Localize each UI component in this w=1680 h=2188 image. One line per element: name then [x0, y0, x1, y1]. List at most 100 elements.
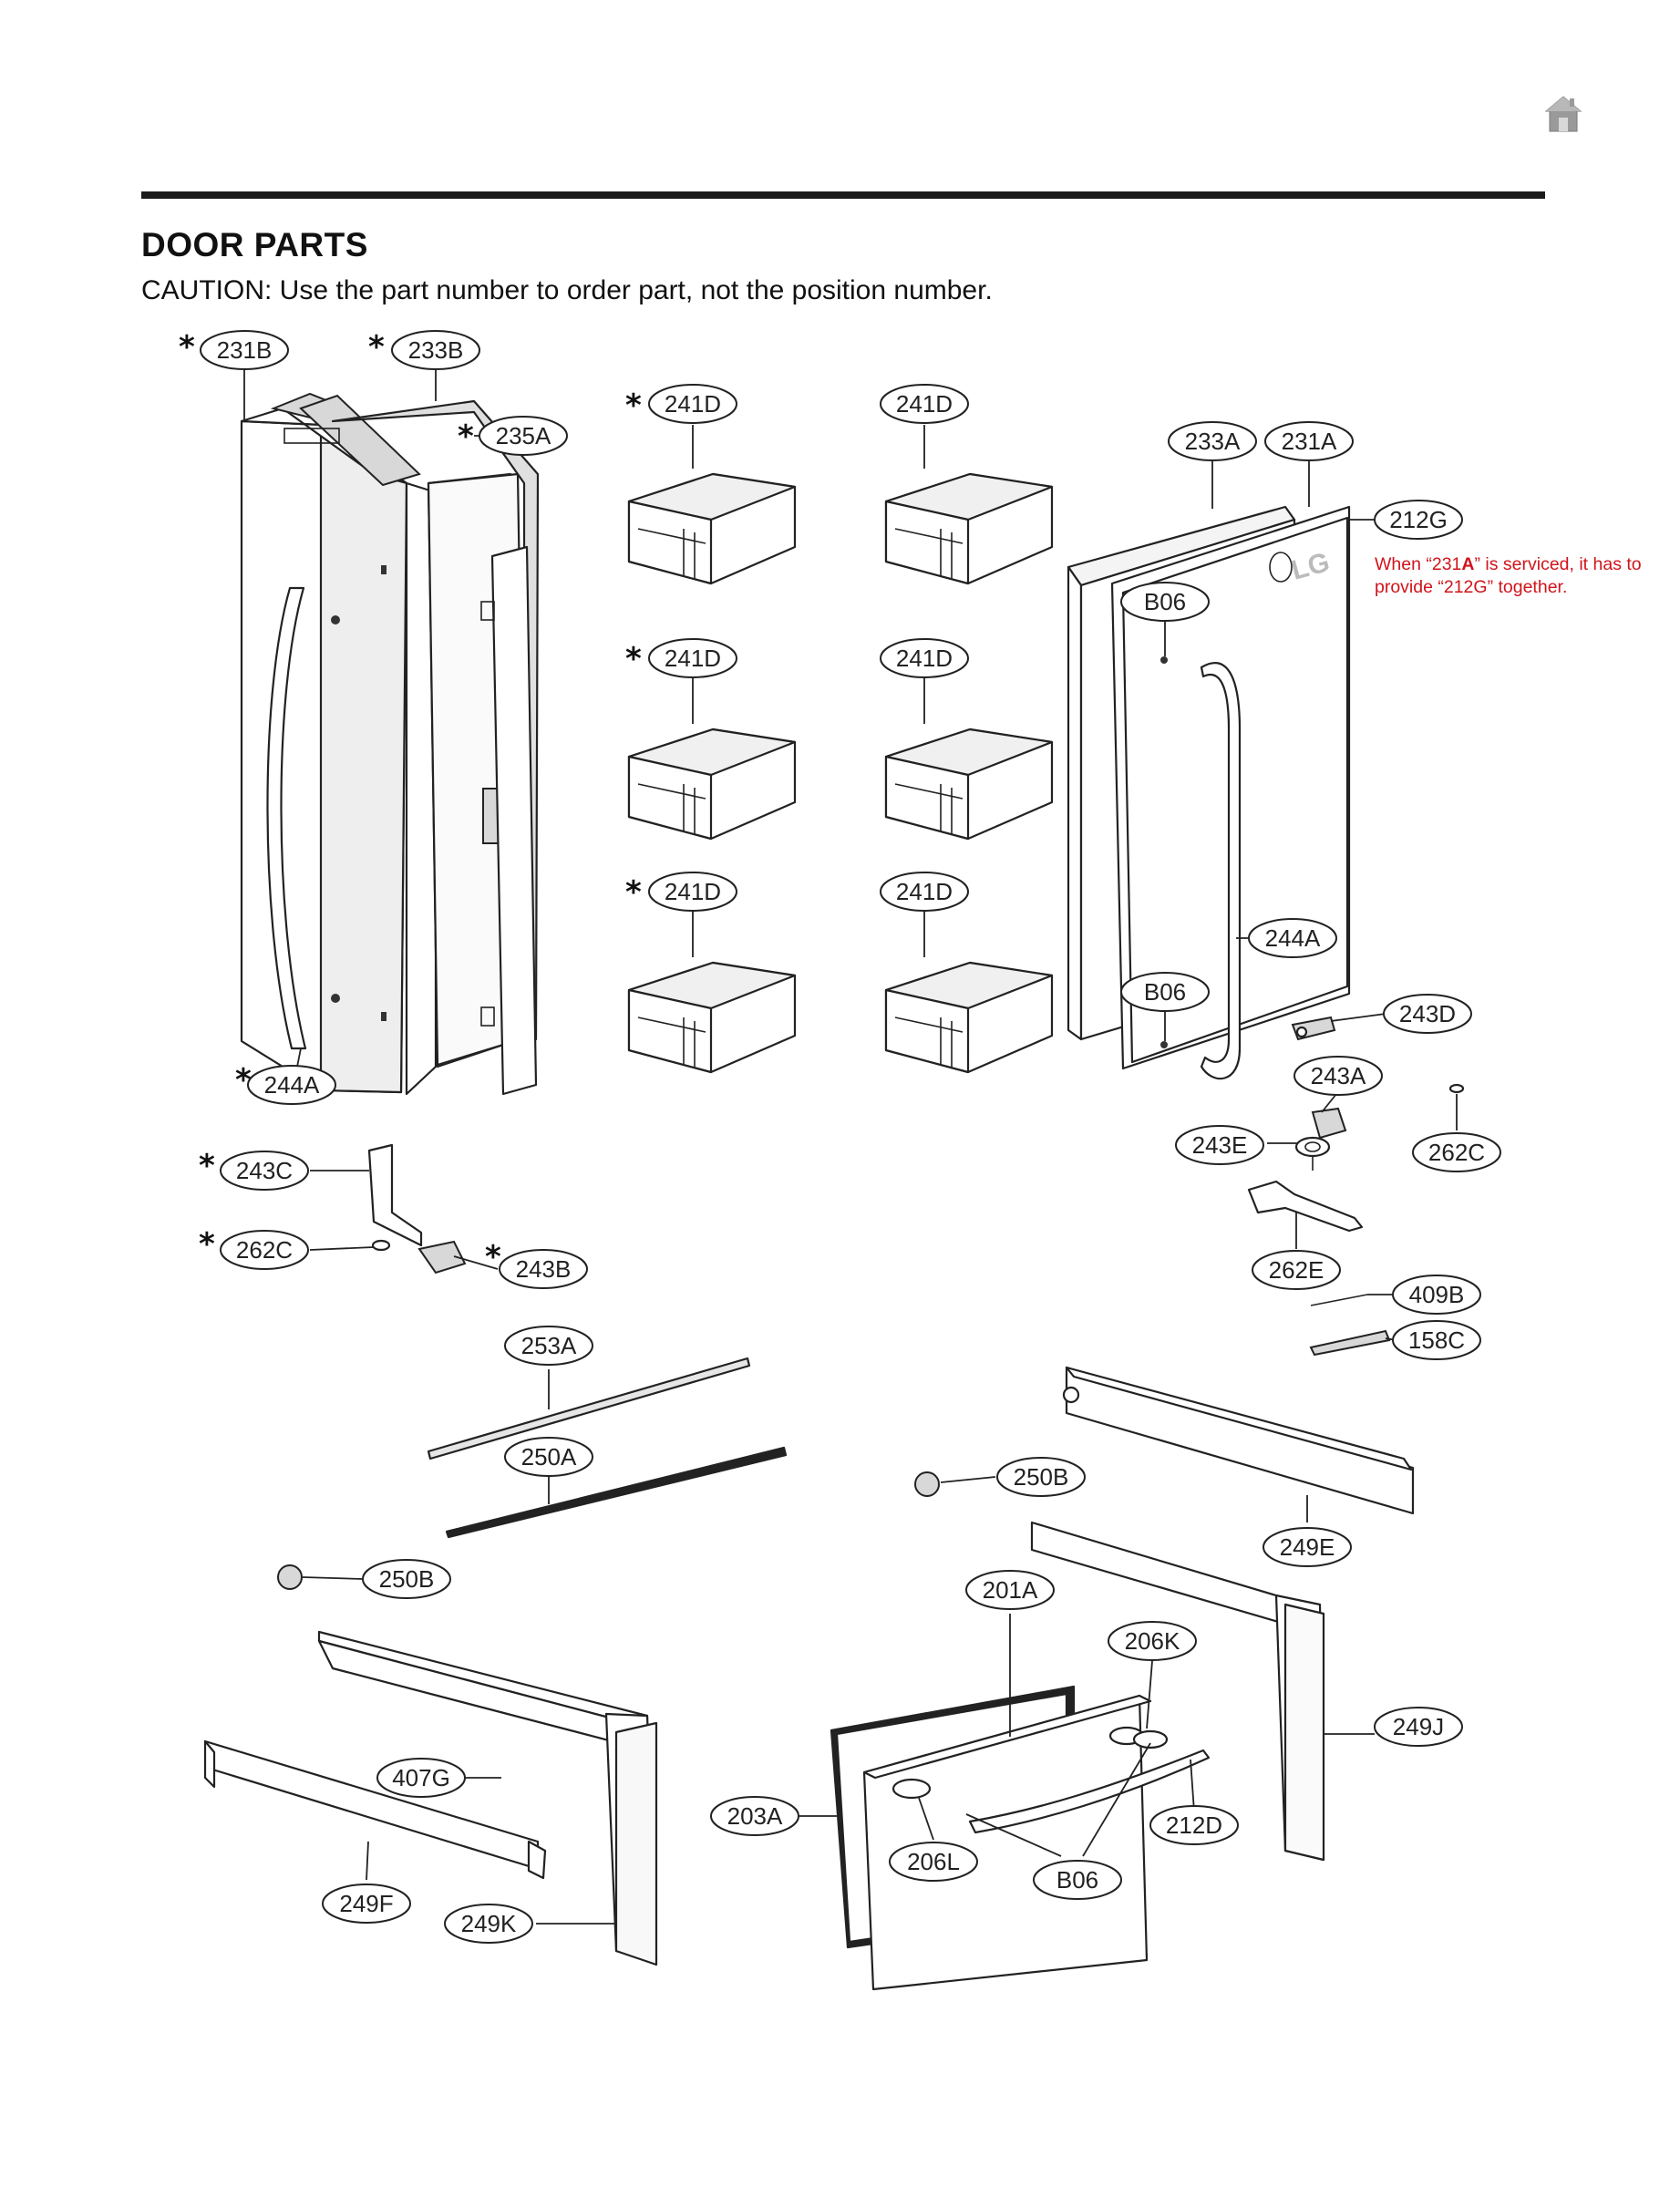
callout-241d_4: 241D — [880, 638, 969, 678]
callout-labels: 231B 233B 235A 241D 241D 241D 241D 241D 241D 233A… — [200, 330, 1501, 1944]
callout-231b: 231B — [200, 330, 289, 370]
header-rule — [141, 191, 1545, 199]
callout-label: 249J — [1393, 1713, 1444, 1740]
gear-parts — [277, 1471, 940, 1590]
callout-241d_6: 241D — [880, 872, 969, 912]
door-strips — [427, 1357, 788, 1539]
callout-label: 262C — [1428, 1139, 1485, 1166]
callout-label: 262E — [1269, 1256, 1324, 1284]
callout-label: 249K — [461, 1910, 517, 1937]
callout-212d: 212D — [1149, 1805, 1239, 1845]
caution-text: CAUTION: Use the part number to order pa… — [141, 275, 993, 305]
callout-label: 235A — [496, 422, 551, 449]
callout-label: 409B — [1409, 1281, 1465, 1308]
callout-233b: 233B — [391, 330, 480, 370]
callout-203a: 203A — [710, 1796, 799, 1836]
callout-label: 243D — [1399, 1000, 1456, 1027]
home-icon[interactable] — [1542, 93, 1584, 135]
svg-text:*: * — [199, 1226, 215, 1263]
callout-241d_3: 241D — [648, 638, 737, 678]
callout-label: 250A — [521, 1443, 577, 1471]
callout-212g: 212G — [1374, 500, 1463, 540]
callout-label: 241D — [896, 645, 953, 672]
callout-201a: 201A — [965, 1570, 1055, 1610]
callout-label: B06 — [1144, 978, 1186, 1006]
callout-233a: 233A — [1168, 421, 1257, 461]
service-note: When “231A” is serviced, it has to provi… — [1375, 554, 1642, 597]
callout-label: 201A — [983, 1576, 1038, 1604]
callout-231a: 231A — [1264, 421, 1354, 461]
callout-249f: 249F — [322, 1884, 411, 1924]
callout-label: 241D — [665, 390, 721, 418]
callout-250b_2: 250B — [362, 1559, 451, 1599]
callout-label: 241D — [665, 645, 721, 672]
asterisk-marks: * * * * * * * * * * — [179, 329, 642, 1275]
callout-249j: 249J — [1374, 1707, 1463, 1747]
callout-243c: 243C — [220, 1151, 309, 1191]
right-drawer-rails — [1030, 1366, 1415, 1862]
page-title: DOOR PARTS — [141, 226, 368, 263]
callout-262c_1: 262C — [1412, 1132, 1501, 1172]
svg-text:*: * — [625, 641, 642, 677]
callout-label: 206L — [907, 1848, 960, 1875]
svg-text:*: * — [625, 387, 642, 424]
callout-206l: 206L — [889, 1842, 978, 1882]
hinge-hardware — [367, 1016, 1465, 1357]
callout-label: 250B — [1014, 1463, 1069, 1491]
callout-label: 249E — [1280, 1533, 1335, 1561]
callout-b06_3: B06 — [1033, 1860, 1122, 1900]
callout-243d: 243D — [1383, 994, 1472, 1034]
callout-label: 250B — [379, 1565, 435, 1593]
svg-text:*: * — [458, 418, 474, 455]
callout-label: 244A — [264, 1071, 320, 1099]
callout-243b: 243B — [499, 1249, 588, 1289]
svg-text:*: * — [179, 329, 195, 366]
callout-409b: 409B — [1392, 1275, 1481, 1315]
door-bins-241D — [627, 472, 1054, 1074]
door-bin — [627, 472, 797, 585]
callout-label: 241D — [896, 878, 953, 905]
callout-label: 241D — [665, 878, 721, 905]
callout-label: 231B — [217, 336, 273, 364]
callout-label: 212G — [1389, 506, 1448, 533]
callout-407g: 407G — [376, 1758, 466, 1798]
callout-b06_2: B06 — [1120, 972, 1210, 1012]
callout-241d_5: 241D — [648, 872, 737, 912]
callout-label: B06 — [1144, 588, 1186, 615]
callout-label: 253A — [521, 1332, 577, 1359]
callout-241d_1: 241D — [648, 384, 737, 424]
callout-253a: 253A — [504, 1326, 593, 1366]
callout-158c: 158C — [1392, 1320, 1481, 1360]
callout-label: B06 — [1056, 1866, 1098, 1894]
callout-250a: 250A — [504, 1437, 593, 1477]
callout-262c_2: 262C — [220, 1230, 309, 1270]
right-door-assembly: LG — [1067, 505, 1351, 1080]
svg-text:*: * — [235, 1062, 252, 1099]
callout-label: 158C — [1408, 1326, 1465, 1354]
callout-243e: 243E — [1175, 1125, 1264, 1165]
callout-243a: 243A — [1293, 1056, 1383, 1096]
callout-250b_1: 250B — [996, 1457, 1086, 1497]
callout-label: 262C — [236, 1236, 293, 1264]
callout-249e: 249E — [1263, 1527, 1352, 1567]
door-bin — [884, 472, 1054, 585]
callout-label: 243B — [516, 1255, 572, 1283]
callout-label: 233A — [1185, 428, 1241, 455]
callout-label: 241D — [896, 390, 953, 418]
callout-241d_2: 241D — [880, 384, 969, 424]
callout-244a_2: 244A — [247, 1065, 336, 1105]
svg-text:*: * — [625, 874, 642, 911]
callout-label: 233B — [408, 336, 464, 364]
callout-label: 407G — [392, 1764, 450, 1791]
callout-label: 244A — [1265, 924, 1321, 952]
left-door-assembly — [240, 392, 540, 1096]
callout-label: 243E — [1192, 1131, 1248, 1159]
callout-label: 231A — [1282, 428, 1337, 455]
door-bin — [884, 728, 1054, 841]
callout-label: 243A — [1311, 1062, 1366, 1089]
callout-label: 203A — [727, 1802, 783, 1830]
drawer-front — [830, 1685, 1211, 1991]
callout-b06_1: B06 — [1120, 582, 1210, 622]
